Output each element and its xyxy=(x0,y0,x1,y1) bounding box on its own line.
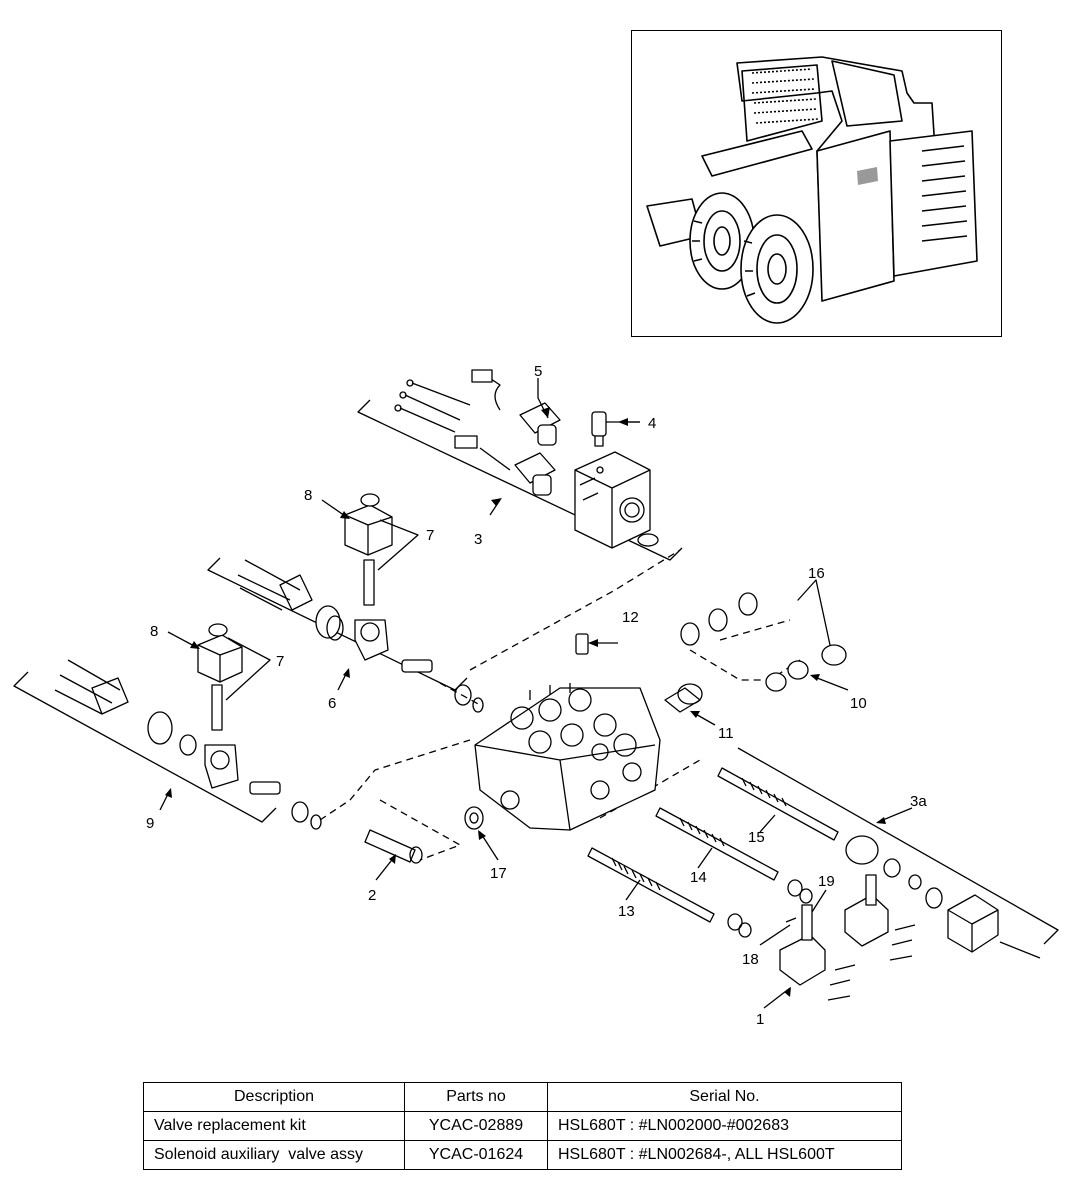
cell-description: Valve replacement kit xyxy=(143,1111,405,1141)
arrowhead-12 xyxy=(588,639,598,647)
callout-11: 11 xyxy=(718,725,734,742)
callout-8-upper: 8 xyxy=(304,487,312,504)
arrowhead-9 xyxy=(165,788,172,798)
callout-13: 13 xyxy=(618,903,635,920)
dashed-leader-9 xyxy=(319,739,471,821)
fitting-11 xyxy=(664,683,703,713)
sensor-2 xyxy=(364,829,423,864)
solenoid-coil-8-lower xyxy=(197,623,243,683)
header-serial-no: Serial No. xyxy=(547,1082,902,1112)
leader-13 xyxy=(625,879,641,901)
cell-parts-no: YCAC-02889 xyxy=(404,1111,548,1141)
callout-4: 4 xyxy=(648,415,656,432)
arrowhead-6 xyxy=(343,668,350,678)
spool-13 xyxy=(587,847,752,938)
callout-1: 1 xyxy=(756,1011,764,1028)
group-9-bracket xyxy=(13,671,277,823)
callout-12: 12 xyxy=(622,609,639,626)
solenoid-coil-lower xyxy=(454,435,556,496)
callout-7-upper: 7 xyxy=(426,527,434,544)
skid-steer-loader-illustration xyxy=(646,56,978,324)
cell-serial-no: HSL680T : #LN002000-#002683 xyxy=(547,1111,902,1141)
group-3a-bracket xyxy=(737,747,1059,945)
relief-valve-12 xyxy=(575,633,589,655)
spool-14 xyxy=(655,807,813,904)
callout-2: 2 xyxy=(368,887,376,904)
cell-serial-no: HSL680T : #LN002684-, ALL HSL600T xyxy=(547,1140,902,1170)
end-cover-3a xyxy=(947,894,1041,959)
seals-main xyxy=(454,684,484,713)
arrowhead-3 xyxy=(491,498,502,506)
callout-19: 19 xyxy=(818,873,835,890)
leader-14 xyxy=(697,847,713,869)
check-valve-4 xyxy=(591,411,640,447)
arrowhead-1 xyxy=(784,987,791,997)
leader-15 xyxy=(759,814,776,833)
main-valve-body xyxy=(474,683,661,831)
dashed-leader-16 xyxy=(689,649,801,681)
solenoid-coil-upper xyxy=(471,369,561,446)
handle-1 xyxy=(779,904,856,1001)
solenoid-valve-block xyxy=(574,451,659,549)
arrowhead-2 xyxy=(389,854,396,864)
dashed-leader-3 xyxy=(469,549,681,671)
group-3-bracket xyxy=(357,399,683,561)
header-description: Description xyxy=(143,1082,405,1112)
parts-table: Description Parts no Serial No. Valve re… xyxy=(143,1082,902,1170)
cell-description: Solenoid auxiliary valve assy xyxy=(143,1140,405,1170)
table-row: Solenoid auxiliary valve assy YCAC-01624… xyxy=(143,1140,902,1170)
machine-inset-frame xyxy=(631,30,1002,337)
fittings-16 xyxy=(680,592,847,666)
callout-18: 18 xyxy=(742,951,759,968)
arrowhead-4 xyxy=(618,418,628,426)
valve-exploded-diagram: 5 4 3 8 7 8 7 6 9 16 10 12 11 3a 15 14 1… xyxy=(13,363,1059,1028)
callout-3a: 3a xyxy=(910,793,927,810)
arrowhead-8-lower xyxy=(190,641,200,649)
spool-cap-9 xyxy=(54,659,322,830)
leader-19 xyxy=(811,889,827,913)
dashed-leader-2 xyxy=(379,799,461,861)
callout-16: 16 xyxy=(808,565,825,582)
leader-16 xyxy=(797,579,831,646)
fittings-10 xyxy=(765,660,809,692)
callout-10: 10 xyxy=(850,695,867,712)
header-parts-no: Parts no xyxy=(404,1082,548,1112)
arrowhead-5 xyxy=(541,407,550,418)
arrowhead-17 xyxy=(478,830,486,840)
plug-17 xyxy=(464,806,484,830)
pin-18 xyxy=(785,917,797,923)
callout-7-lower: 7 xyxy=(276,653,284,670)
table-header-row: Description Parts no Serial No. xyxy=(143,1082,902,1112)
handle-19 xyxy=(844,874,916,961)
cell-parts-no: YCAC-01624 xyxy=(404,1140,548,1170)
arrowhead-11 xyxy=(690,711,700,718)
solenoid-coil-8-upper xyxy=(344,493,393,556)
callout-5: 5 xyxy=(534,363,542,380)
leader-7-lower xyxy=(225,637,271,701)
arrowhead-8-upper xyxy=(340,511,350,519)
callout-3: 3 xyxy=(474,531,482,548)
callout-8-lower: 8 xyxy=(150,623,158,640)
long-bolts-group-3 xyxy=(394,379,471,433)
spool-15 xyxy=(717,767,943,909)
callout-6: 6 xyxy=(328,695,336,712)
dashed-leader-10 xyxy=(719,619,791,641)
spool-cap-6 xyxy=(237,559,433,673)
callout-17: 17 xyxy=(490,865,507,882)
dashed-leader-3a xyxy=(599,759,701,819)
arrowhead-3a xyxy=(876,817,886,824)
table-row: Valve replacement kit YCAC-02889 HSL680T… xyxy=(143,1111,902,1141)
callout-15: 15 xyxy=(748,829,765,846)
leader-7-upper xyxy=(377,519,419,571)
leader-18 xyxy=(759,924,791,946)
callout-9: 9 xyxy=(146,815,154,832)
arrowhead-10 xyxy=(810,674,820,681)
callout-14: 14 xyxy=(690,869,707,886)
